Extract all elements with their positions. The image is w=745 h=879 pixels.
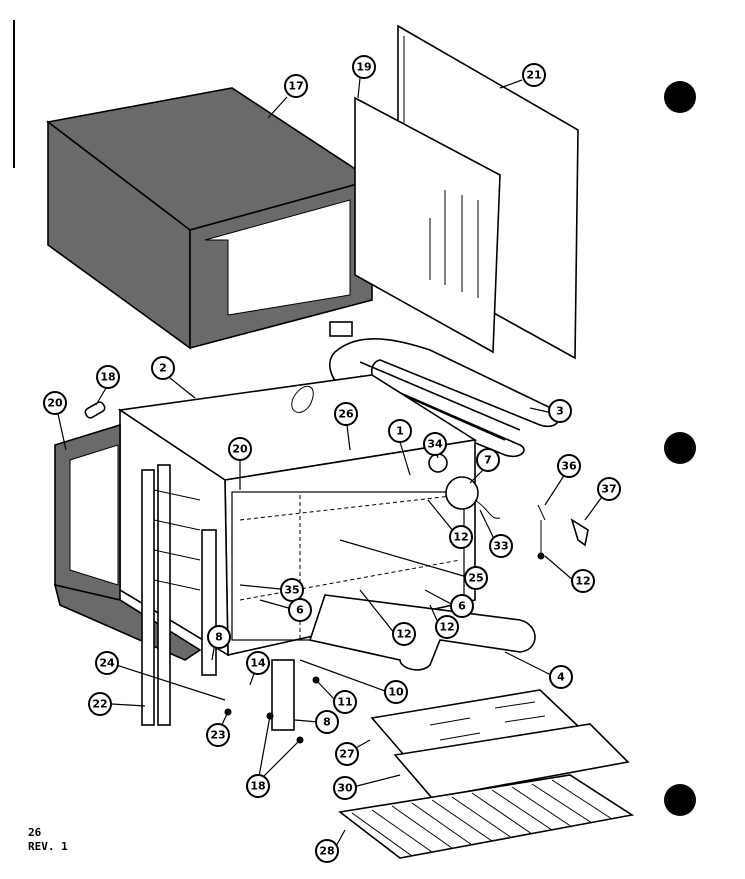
clip-36	[537, 504, 546, 555]
registration-dot	[664, 81, 696, 113]
svg-text:8: 8	[215, 631, 223, 644]
callout-18-b: 18	[246, 774, 270, 798]
svg-text:10: 10	[388, 686, 404, 699]
svg-text:21: 21	[526, 69, 541, 82]
svg-text:35: 35	[284, 584, 299, 597]
callout-37: 37	[597, 477, 621, 501]
svg-text:25: 25	[468, 572, 483, 585]
callout-12-d: 12	[435, 615, 459, 639]
callout-8: 8	[207, 625, 231, 649]
svg-text:37: 37	[601, 483, 616, 496]
registration-dot	[664, 432, 696, 464]
svg-text:26: 26	[338, 408, 354, 421]
svg-text:18: 18	[250, 780, 265, 793]
callout-17: 17	[284, 74, 308, 98]
svg-text:3: 3	[556, 405, 564, 418]
svg-text:23: 23	[210, 729, 225, 742]
svg-text:12: 12	[396, 628, 411, 641]
svg-text:8: 8	[323, 716, 331, 729]
oven-rack	[338, 774, 635, 859]
callout-26: 26	[334, 402, 358, 426]
callout-34: 34	[423, 432, 447, 456]
callout-23: 23	[206, 723, 230, 747]
callouts: 17 19 21 2 18 20 3 26 1 34 7 36 37 20 12…	[43, 55, 621, 863]
callout-1: 1	[388, 419, 412, 443]
svg-text:14: 14	[250, 657, 266, 670]
callout-7: 7	[476, 448, 500, 472]
callout-12-c: 12	[392, 622, 416, 646]
svg-text:7: 7	[484, 454, 492, 467]
svg-text:34: 34	[427, 438, 443, 451]
callout-30: 30	[333, 776, 357, 800]
svg-text:12: 12	[453, 531, 468, 544]
fan-motor	[445, 476, 479, 510]
callout-6-a: 6	[288, 598, 312, 622]
svg-text:24: 24	[99, 657, 115, 670]
svg-text:12: 12	[575, 575, 590, 588]
svg-text:20: 20	[47, 397, 63, 410]
svg-text:2: 2	[159, 362, 167, 375]
registration-dot	[664, 784, 696, 816]
clip-37	[570, 518, 589, 547]
svg-text:17: 17	[288, 80, 303, 93]
svg-text:36: 36	[561, 460, 577, 473]
svg-text:19: 19	[356, 61, 371, 74]
callout-18: 18	[96, 365, 120, 389]
fastener-18	[84, 401, 106, 419]
svg-text:18: 18	[100, 371, 115, 384]
heat-shield-baffle	[354, 96, 501, 354]
callout-36: 36	[557, 454, 581, 478]
page-footer: 26 REV. 1	[28, 826, 68, 854]
callout-35: 35	[280, 578, 304, 602]
callout-21: 21	[522, 63, 546, 87]
svg-text:6: 6	[296, 604, 304, 617]
page-number: 26	[28, 826, 42, 839]
svg-text:33: 33	[493, 540, 508, 553]
callout-12-a: 12	[449, 525, 473, 549]
svg-text:12: 12	[439, 621, 454, 634]
callout-28: 28	[315, 839, 339, 863]
callout-6-b: 6	[450, 594, 474, 618]
svg-text:11: 11	[337, 696, 352, 709]
callout-33: 33	[489, 534, 513, 558]
svg-text:4: 4	[557, 671, 565, 684]
callout-8-b: 8	[315, 710, 339, 734]
callout-10: 10	[384, 680, 408, 704]
svg-text:20: 20	[232, 443, 248, 456]
callout-25: 25	[464, 566, 488, 590]
oven-liner	[117, 374, 478, 657]
svg-text:1: 1	[396, 425, 404, 438]
outer-cabinet-wrapper	[46, 87, 374, 350]
svg-text:22: 22	[92, 698, 107, 711]
callout-24: 24	[95, 651, 119, 675]
callout-20: 20	[43, 391, 67, 415]
callout-12-b: 12	[571, 569, 595, 593]
side-rack-left	[141, 464, 201, 726]
callout-20-b: 20	[228, 437, 252, 461]
callout-4: 4	[549, 665, 573, 689]
callout-11: 11	[333, 690, 357, 714]
svg-text:28: 28	[319, 845, 334, 858]
svg-text:27: 27	[339, 748, 354, 761]
callout-19: 19	[352, 55, 376, 79]
callout-22: 22	[88, 692, 112, 716]
bottom-element	[308, 594, 536, 671]
drip-tray	[393, 723, 630, 799]
svg-text:6: 6	[458, 600, 466, 613]
callout-3: 3	[548, 399, 572, 423]
callout-2: 2	[151, 356, 175, 380]
svg-text:30: 30	[337, 782, 353, 795]
revision-label: REV. 1	[28, 840, 68, 853]
callout-27: 27	[335, 742, 359, 766]
callout-14: 14	[246, 651, 270, 675]
